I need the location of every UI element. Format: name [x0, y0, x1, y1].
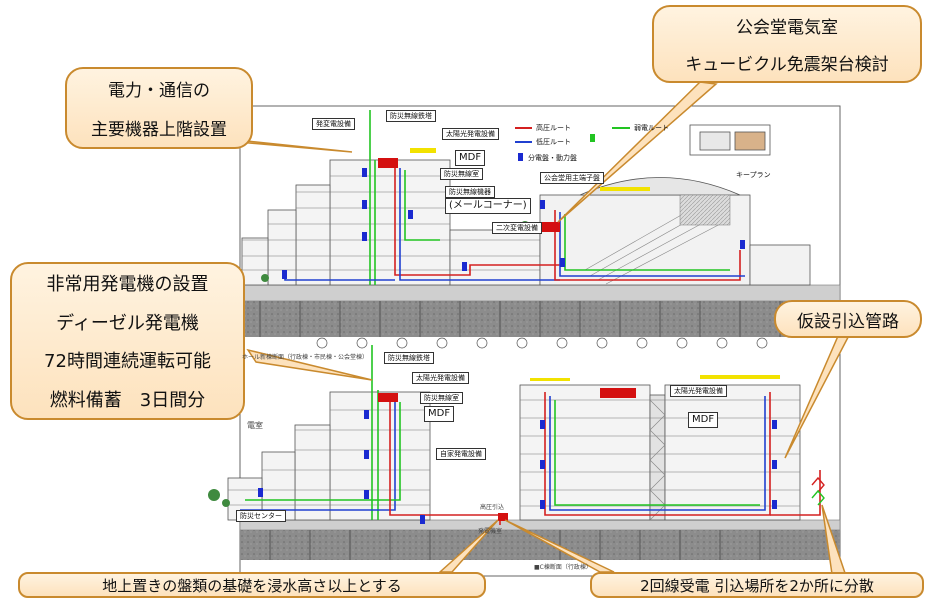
- hall-stage-structure: [679, 194, 731, 226]
- lower-ground-slab: [239, 519, 841, 531]
- legend-panel: 分電盤・動力盤: [528, 154, 577, 162]
- upper-hall-building: [539, 177, 811, 286]
- label-sub-substation: 発変電設備: [312, 118, 355, 130]
- callout-generator-line2: ディーゼル発電機: [56, 312, 199, 334]
- label-disaster-radio-a: 防災無線鉄塔: [386, 110, 436, 122]
- label-disaster-radio-b: 防災無線鉄塔: [384, 352, 434, 364]
- legend-hv-route: 高圧ルート: [536, 124, 571, 132]
- upper-ground-slab: [239, 284, 841, 302]
- legend-panel-marker: [518, 153, 523, 161]
- callout-generator-line1: 非常用発電機の設置: [46, 274, 209, 296]
- lower-panels: [258, 410, 777, 524]
- hv-intake-equipment: [498, 513, 508, 521]
- label-solar-b: 太陽光発電設備: [412, 372, 469, 384]
- upper-piles: [259, 301, 781, 337]
- lower-mdf-equipment: [378, 393, 398, 402]
- callout-temp-conduit-text: 仮設引込管路: [797, 311, 899, 332]
- lower-right-building: [519, 384, 801, 521]
- label-disaster-prevention-center: 防災センター: [236, 510, 286, 522]
- callout-temp-conduit: 仮設引込管路: [774, 300, 922, 338]
- lower-solar-panel: [700, 375, 780, 379]
- lower-trees: [208, 489, 230, 507]
- callout-generator-line4: 燃料備蓄 3日間分: [49, 389, 206, 411]
- label-generator-room: 発電機室: [478, 528, 503, 535]
- service-entrance-red: [811, 476, 825, 493]
- callout-upper-equipment-line2: 主要機器上階設置: [91, 120, 227, 140]
- upper-grid-bubbles: [316, 337, 768, 349]
- label-solar-a: 太陽光発電設備: [442, 128, 499, 140]
- upper-panels: [282, 168, 745, 279]
- label-disaster-radio-room: 防災無線室: [440, 168, 483, 180]
- lower-right-mdf-equipment: [600, 388, 636, 398]
- lower-section-title: ホール新棟断面（行政棟・市民棟・公会堂棟）: [242, 354, 369, 361]
- upper-cable-routes: [284, 110, 745, 285]
- callout-upper-equipment: 電力・通信の 主要機器上階設置: [65, 67, 253, 149]
- label-hall-main-terminal: 公会堂用主端子盤: [540, 172, 604, 184]
- label-mdf-c: MDF: [688, 412, 719, 428]
- callout-public-hall-line2: キュービクル免震架台検討: [685, 55, 889, 75]
- lower-piles: [269, 530, 761, 560]
- bottom-section-title: ■C棟断面（行政棟）: [534, 564, 592, 571]
- callout-generator: 非常用発電機の設置 ディーゼル発電機 72時間連続運転可能 燃料備蓄 3日間分: [10, 262, 245, 420]
- hall-solar-panel: [600, 187, 650, 191]
- legend-weak-marker: [590, 134, 595, 142]
- lower-left-solar-panel: [530, 378, 570, 381]
- key-plan-label: キープラン: [736, 171, 771, 179]
- upper-stepped-tower: [241, 159, 541, 286]
- callout-flood-base-text: 地上置きの盤類の基礎を浸水高さ以上とする: [102, 576, 402, 595]
- secondary-substation-equipment: [542, 222, 560, 232]
- service-entrance-green: [811, 489, 825, 506]
- callout-upper-equipment-line1: 電力・通信の: [108, 81, 210, 101]
- upper-solar-panel: [410, 148, 436, 153]
- label-self-generation: 自家発電設備: [436, 448, 486, 460]
- legend-lines: [515, 127, 630, 143]
- label-disaster-radio-room-b: 防災無線室: [420, 392, 463, 404]
- lower-cable-routes: [240, 345, 821, 525]
- callout-public-hall-line1: 公会堂電気室: [736, 18, 838, 38]
- label-partial-room: 電室: [247, 421, 263, 430]
- legend-weak-current: 弱電ルート: [634, 124, 669, 132]
- callout-generator-line3: 72時間連続運転可能: [44, 351, 211, 373]
- lower-right-floor-lines: [520, 399, 800, 507]
- label-mdf-b: MDF: [424, 406, 455, 422]
- label-hv-intake: 高圧引込: [480, 504, 505, 511]
- label-mdf-a: MDF: [455, 150, 486, 166]
- legend-lv-route: 低圧ルート: [536, 138, 571, 146]
- callout-public-hall: 公会堂電気室 キュービクル免震架台検討: [652, 5, 922, 83]
- lower-soil-band: [240, 530, 840, 560]
- lower-left-building: [227, 391, 431, 521]
- key-plan-graphic: [689, 124, 771, 156]
- callout-dual-feed: 2回線受電 引込場所を2か所に分散: [590, 572, 924, 598]
- callout-flood-base: 地上置きの盤類の基礎を浸水高さ以上とする: [18, 572, 486, 598]
- label-mail-corner: (メールコーナー): [445, 198, 531, 214]
- callout-tails: [217, 81, 858, 577]
- callout-dual-feed-text: 2回線受電 引込場所を2か所に分散: [640, 576, 874, 595]
- upper-floor-lines: [242, 175, 540, 271]
- label-solar-c: 太陽光発電設備: [670, 385, 727, 397]
- stair-zigzag: [649, 399, 666, 521]
- label-secondary-substation: 二次変電設備: [492, 222, 542, 234]
- upper-mdf-equipment: [378, 158, 398, 168]
- label-disaster-radio-eq: 防災無線機器: [445, 186, 495, 198]
